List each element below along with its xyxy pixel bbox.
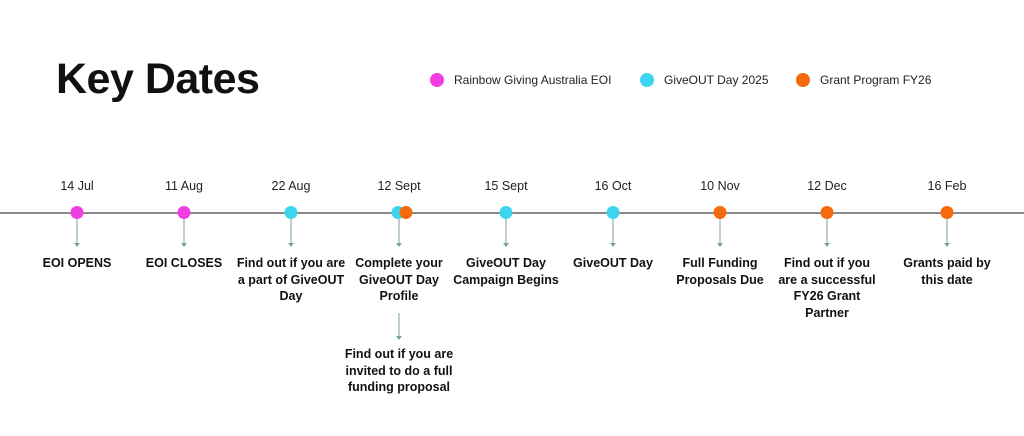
event-marker (177, 206, 191, 219)
legend-item-grant-program: Grant Program FY26 (796, 73, 931, 87)
date-label: 16 Feb (927, 179, 967, 193)
event-marker (820, 206, 834, 219)
page-title: Key Dates (56, 55, 260, 103)
connector (719, 219, 721, 244)
connector-secondary (398, 313, 400, 337)
arrow-down-icon (824, 243, 830, 247)
connector (398, 219, 400, 244)
legend-label: Rainbow Giving Australia EOI (454, 73, 612, 87)
arrow-down-icon (396, 243, 402, 247)
arrow-down-icon (717, 243, 723, 247)
event-marker (70, 206, 84, 219)
connector (505, 219, 507, 244)
connector (183, 219, 185, 244)
date-label: 12 Sept (377, 179, 421, 193)
date-label: 22 Aug (271, 179, 311, 193)
event-label: EOI OPENS (42, 256, 112, 270)
arrow-down-icon (610, 243, 616, 247)
date-label: 14 Jul (60, 179, 94, 193)
event-label: Full Funding Proposals Due (676, 256, 764, 287)
connector (826, 219, 828, 244)
legend-label: GiveOUT Day 2025 (664, 73, 769, 87)
connector (290, 219, 292, 244)
legend-item-giveout-day: GiveOUT Day 2025 (640, 73, 769, 87)
event-label: Find out if you are a successful FY26 Gr… (778, 256, 876, 320)
connector (946, 219, 948, 244)
event-marker (940, 206, 954, 219)
event-marker-secondary (399, 206, 413, 219)
arrow-down-icon (396, 336, 402, 340)
giveout-day-legend-dot (640, 73, 654, 87)
event-marker (499, 206, 513, 219)
connector (612, 219, 614, 244)
date-label: 15 Sept (484, 179, 528, 193)
event-marker (284, 206, 298, 219)
event-marker (713, 206, 727, 219)
arrow-down-icon (288, 243, 294, 247)
legend-label: Grant Program FY26 (820, 73, 932, 87)
event-label-secondary: Find out if you are invited to do a full… (344, 347, 454, 394)
date-label: 12 Dec (807, 179, 847, 193)
date-label: 10 Nov (700, 179, 740, 193)
arrow-down-icon (74, 243, 80, 247)
arrow-down-icon (181, 243, 187, 247)
event-label: GiveOUT Day Campaign Begins (453, 256, 559, 287)
event-label: Grants paid by this date (903, 256, 991, 287)
connector (76, 219, 78, 244)
date-label: 11 Aug (164, 179, 204, 193)
event-label: Find out if you are a part of GiveOUT Da… (236, 256, 346, 303)
event-label: EOI CLOSES (145, 256, 223, 270)
legend-item-rainbow-giving: Rainbow Giving Australia EOI (430, 73, 611, 87)
event-label: Complete your GiveOUT Day Profile (355, 256, 443, 303)
date-label: 16 Oct (594, 179, 632, 193)
event-label: GiveOUT Day (573, 256, 653, 270)
arrow-down-icon (944, 243, 950, 247)
grant-program-legend-dot (796, 73, 810, 87)
event-marker (606, 206, 620, 219)
arrow-down-icon (503, 243, 509, 247)
rainbow-giving-legend-dot (430, 73, 444, 87)
